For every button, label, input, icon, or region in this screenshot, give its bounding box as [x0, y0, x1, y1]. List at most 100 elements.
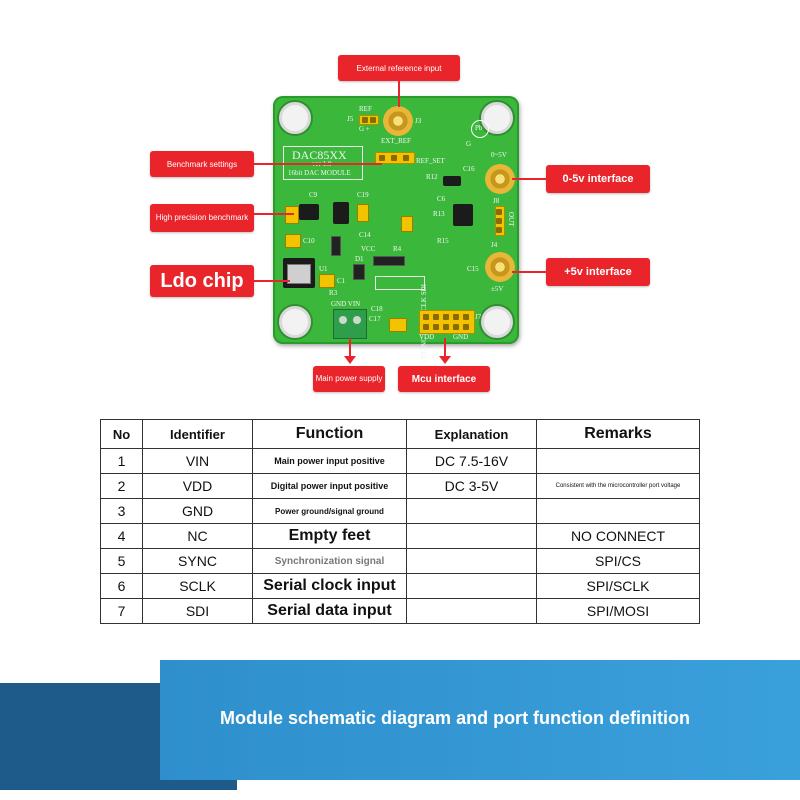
mounting-hole-top-left [279, 102, 311, 134]
cell-no: 3 [100, 498, 143, 524]
cell-identifier: GND [142, 498, 253, 524]
silk-pb: Pb [475, 124, 483, 132]
callout-line [512, 178, 546, 180]
cell-no: 7 [100, 598, 143, 624]
cell-function: Empty feet [252, 523, 407, 549]
callout-line [254, 280, 290, 282]
terminal-screw-icon [353, 316, 361, 324]
board-subtitle: 16bit DAC MODULE [288, 169, 351, 177]
ldo-heat-tab [287, 264, 311, 284]
sma-0-5v-connector[interactable] [485, 164, 515, 194]
board-title: DAC85XX [292, 148, 347, 162]
cell-remarks: SPI/SCLK [536, 573, 700, 599]
banner-title: Module schematic diagram and port functi… [220, 708, 691, 728]
silk-j3: J3 [415, 117, 422, 125]
silk-c15: C15 [467, 265, 479, 273]
callout-benchmark-settings: Benchmark settings [150, 151, 254, 177]
sma-ext-ref-connector[interactable] [383, 106, 413, 136]
pb-free-logo: Pb [471, 120, 489, 138]
silk-0-5v: 0~5V [491, 151, 507, 159]
callout-line [512, 271, 546, 273]
callout-high-precision-benchmark: High precision benchmark [150, 204, 254, 232]
arrow-down-icon [344, 356, 356, 364]
cell-remarks: SPI/CS [536, 548, 700, 574]
terminal-screw-icon [339, 316, 347, 324]
cell-no: 2 [100, 473, 143, 499]
banner-background [160, 660, 800, 780]
silk-ref-set: REF_SET [416, 157, 445, 165]
silk-outline-box [375, 276, 425, 290]
ref-jumper-header[interactable] [359, 115, 379, 125]
pcb-board: REF J5 G + J3 EXT_REF G REF_SET Pb DAC85… [273, 96, 519, 364]
callout-pm5v-interface: +5v interface [546, 258, 650, 286]
header-function: Function [252, 419, 407, 449]
silk-c14: C14 [359, 231, 371, 239]
cell-identifier: VDD [142, 473, 253, 499]
silk-j5: J5 [347, 115, 354, 123]
header-remarks: Remarks [536, 419, 700, 449]
capacitor-c14 [331, 236, 341, 256]
mcu-pin-header[interactable] [419, 310, 475, 334]
cell-function: Synchronization signal [252, 548, 407, 574]
cell-identifier: NC [142, 523, 253, 549]
ref-set-jumper[interactable] [375, 152, 415, 164]
cell-function: Power ground/signal ground [252, 498, 407, 524]
cell-explanation [406, 523, 537, 549]
capacitor-c7 [401, 216, 413, 232]
callout-ldo-chip: Ldo chip [150, 265, 254, 297]
cell-no: 1 [100, 448, 143, 474]
cell-no: 6 [100, 573, 143, 599]
output-select-jumper[interactable] [495, 206, 505, 236]
silk-c18: C18 [371, 305, 383, 313]
silk-out: OUT [507, 212, 515, 227]
cell-explanation [406, 573, 537, 599]
cell-remarks [536, 448, 700, 474]
table-row: 6 SCLK Serial clock input SPI/SCLK [100, 573, 700, 599]
sma-pm5v-connector[interactable] [485, 252, 515, 282]
pin-definition-table: No Identifier Function Explanation Remar… [100, 419, 700, 624]
silk-r12: R12 [426, 173, 438, 181]
silk-g: G [466, 140, 472, 148]
silk-pm5v: ±5V [491, 285, 504, 293]
silk-r3: R3 [329, 289, 338, 297]
capacitor-c10 [285, 234, 301, 248]
callout-line [254, 213, 294, 215]
mounting-hole-bottom-right [481, 306, 513, 338]
callout-mcu-interface: Mcu interface [398, 366, 490, 392]
cell-explanation [406, 548, 537, 574]
silk-vcc: VCC [361, 245, 376, 253]
cell-function: Main power input positive [252, 448, 407, 474]
table-row: 5 SYNC Synchronization signal SPI/CS [100, 548, 700, 574]
cell-no: 4 [100, 523, 143, 549]
cell-remarks: SPI/MOSI [536, 598, 700, 624]
op-amp-chip [453, 204, 473, 226]
power-terminal-block[interactable] [333, 309, 367, 339]
table-header-row: No Identifier Function Explanation Remar… [100, 419, 700, 449]
silk-r13: R13 [433, 210, 445, 218]
silk-j7: J7 [475, 313, 482, 321]
resistor-array [373, 256, 405, 266]
callout-main-power-supply: Main power supply [313, 366, 385, 392]
cell-identifier: SCLK [142, 573, 253, 599]
silk-ext-ref: EXT_REF [381, 137, 411, 145]
callout-line [398, 81, 400, 107]
mounting-hole-bottom-left [279, 306, 311, 338]
silk-c16: C16 [463, 165, 475, 173]
silk-c10: C10 [303, 237, 315, 245]
silk-c19: C19 [357, 191, 369, 199]
precision-ref-ic [333, 202, 349, 224]
cell-function: Serial clock input [252, 573, 407, 599]
resistor-r12 [443, 176, 461, 186]
silk-c9: C9 [309, 191, 318, 199]
capacitor-c19 [357, 204, 369, 222]
arrow-down-icon [439, 356, 451, 364]
cell-function: Digital power input positive [252, 473, 407, 499]
cell-remarks: NO CONNECT [536, 523, 700, 549]
cell-explanation [406, 598, 537, 624]
silk-d1: D1 [355, 255, 364, 263]
cell-identifier: SDI [142, 598, 253, 624]
silk-c17: C17 [369, 315, 381, 323]
callout-line [254, 163, 382, 165]
cell-remarks [536, 498, 700, 524]
cell-explanation: DC 3-5V [406, 473, 537, 499]
